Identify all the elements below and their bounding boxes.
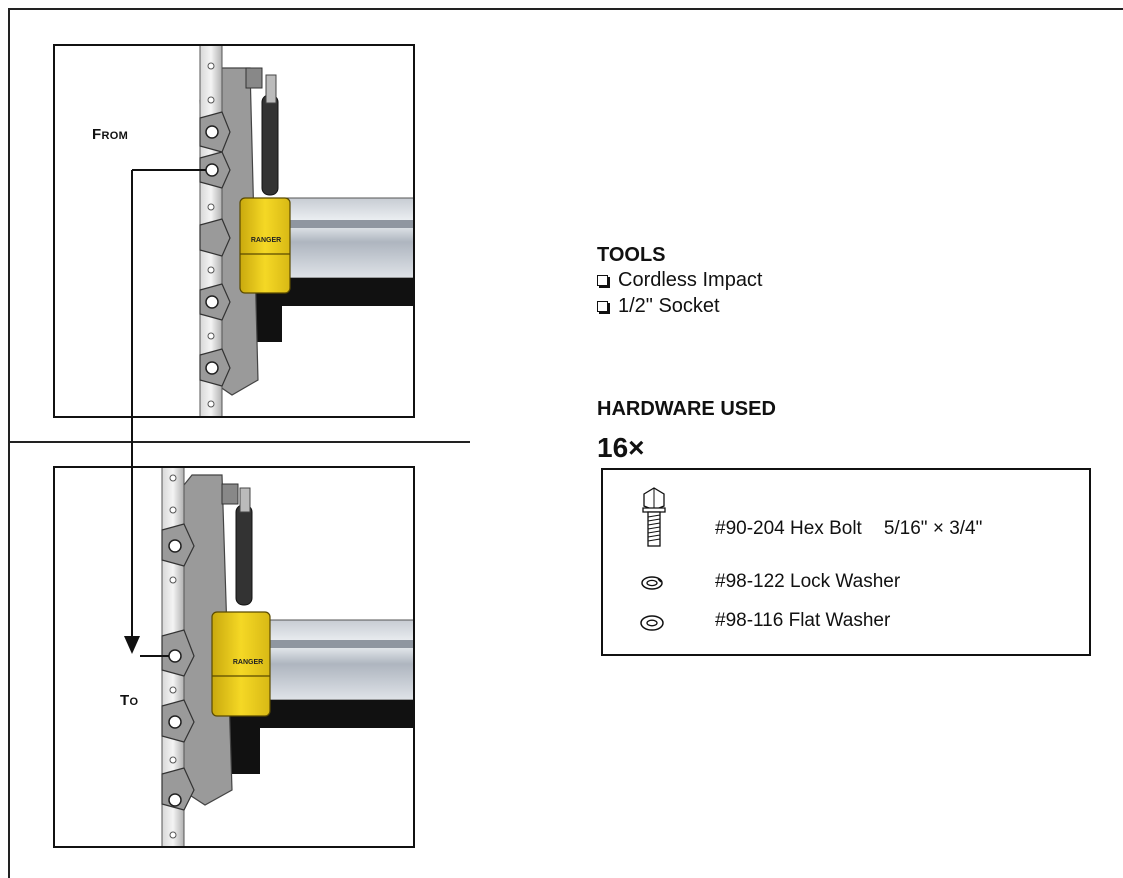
clamp-brand-text-2: RANGER: [233, 659, 263, 666]
tool-item: Cordless Impact: [597, 267, 763, 293]
tools-section: TOOLS Cordless Impact 1/2" Socket: [597, 244, 763, 319]
hardware-item-lock-washer: #98-122 Lock Washer: [715, 571, 900, 593]
bottom-panel-frame: [53, 466, 415, 848]
hex-bolt-icon: [642, 487, 666, 547]
bottom-panel-drawing: RANGER: [161, 467, 414, 847]
hardware-item-flat-washer: #98-116 Flat Washer: [715, 610, 890, 632]
tool-label: Cordless Impact: [618, 269, 763, 291]
hardware-part: #90-204 Hex Bolt: [715, 518, 862, 539]
top-panel-frame: [53, 44, 415, 418]
hardware-box: #90-204 Hex Bolt 5/16" × 3/4" #98-122 Loc…: [601, 468, 1091, 656]
checkbox-icon: [597, 274, 608, 286]
move-arrow-head: [124, 636, 140, 654]
tool-label: 1/2" Socket: [618, 295, 720, 317]
flat-washer-icon: [640, 615, 664, 631]
hardware-quantity: 16×: [597, 432, 645, 463]
from-label: From: [92, 126, 129, 143]
tools-title: TOOLS: [597, 244, 666, 266]
clamp-brand-text: RANGER: [251, 237, 281, 244]
hardware-size: 5/16" × 3/4": [883, 518, 983, 539]
lock-washer-icon: [641, 576, 663, 590]
tool-item: 1/2" Socket: [597, 293, 763, 319]
assembly-figure: RANGER: [0, 0, 480, 873]
to-label: To: [120, 692, 139, 709]
hardware-item-hex-bolt: #90-204 Hex Bolt 5/16" × 3/4": [715, 518, 982, 540]
assembly-illustration: RANGER: [8, 44, 470, 848]
hardware-title: HARDWARE USED: [597, 398, 776, 420]
top-panel-drawing: RANGER: [199, 45, 414, 417]
hardware-part: #98-116 Flat Washer: [715, 610, 891, 631]
checkbox-icon: [597, 300, 608, 312]
hardware-part: #98-122 Lock Washer: [715, 571, 901, 592]
